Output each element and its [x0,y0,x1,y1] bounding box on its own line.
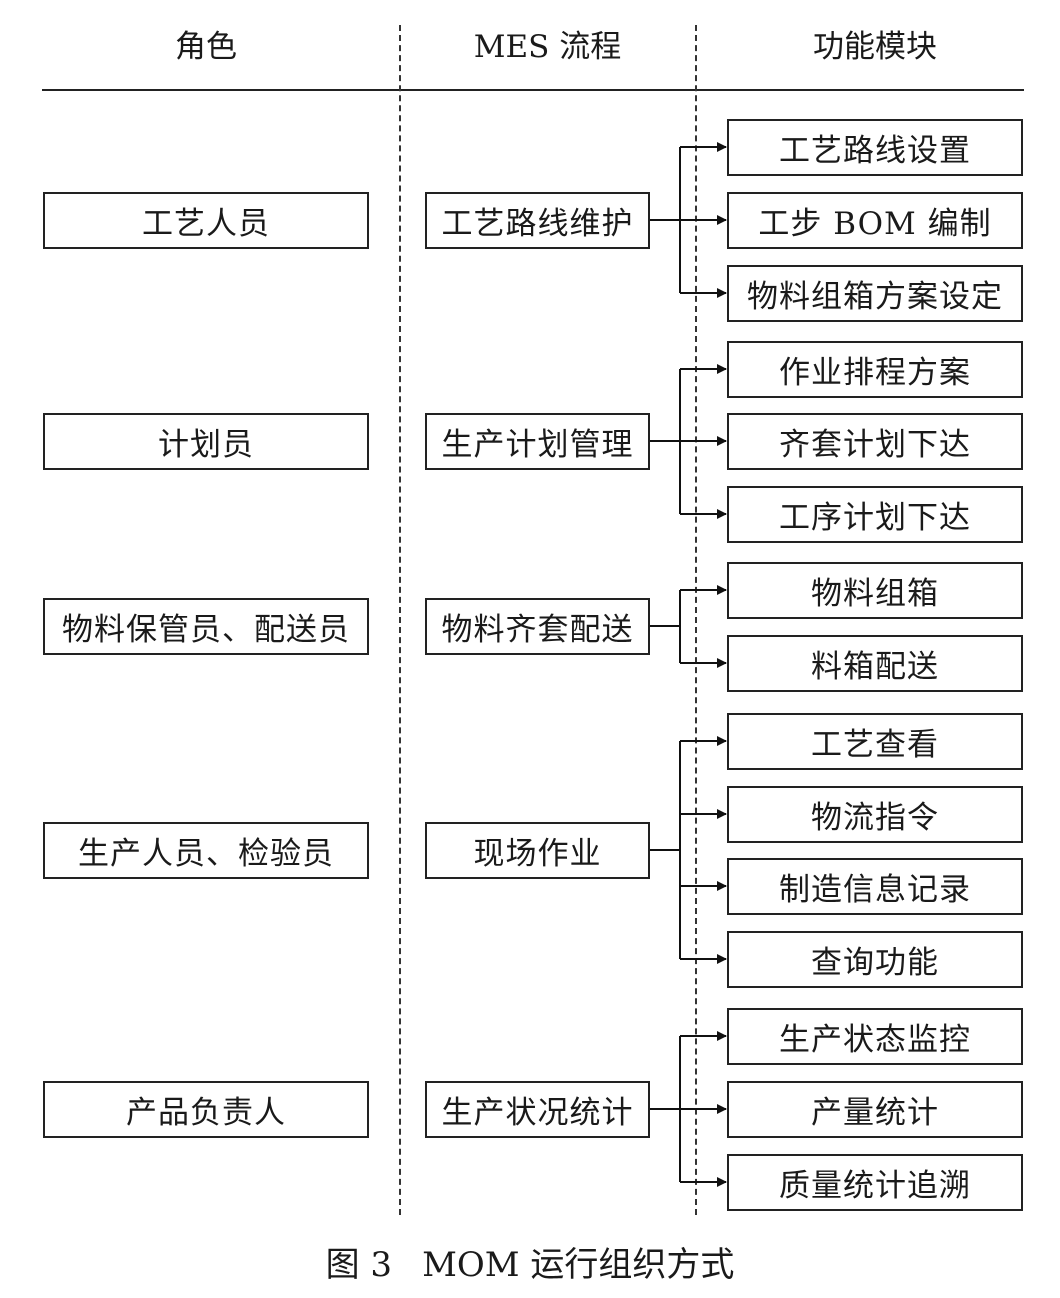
module-box: 作业排程方案 [727,341,1023,398]
process-box-production-planning: 生产计划管理 [425,413,650,470]
module-box: 物料组箱 [727,562,1023,619]
figure-number: 图 3 [325,1245,393,1285]
process-box-production-statistics: 生产状况统计 [425,1081,650,1138]
module-box: 质量统计追溯 [727,1154,1023,1211]
role-box-planner: 计划员 [43,413,369,470]
module-box: 工步 BOM 编制 [727,192,1023,249]
role-box-material-keeper: 物料保管员、配送员 [43,598,369,655]
column-divider-left [399,25,401,1215]
header-module: 功能模块 [813,29,937,65]
process-box-shopfloor-operation: 现场作业 [425,822,650,879]
role-box-production-inspector: 生产人员、检验员 [43,822,369,879]
column-divider-right [695,25,697,1215]
module-box: 工序计划下达 [727,486,1023,543]
module-box: 物料组箱方案设定 [727,265,1023,322]
module-box: 齐套计划下达 [727,413,1023,470]
module-box: 物流指令 [727,786,1023,843]
process-box-material-delivery: 物料齐套配送 [425,598,650,655]
module-box: 工艺路线设置 [727,119,1023,176]
module-box: 制造信息记录 [727,858,1023,915]
module-box: 产量统计 [727,1081,1023,1138]
module-box: 查询功能 [727,931,1023,988]
figure-title: MOM 运行组织方式 [422,1245,735,1285]
module-box: 工艺查看 [727,713,1023,770]
header-role: 角色 [175,29,237,65]
figure-caption: 图 3 MOM 运行组织方式 [0,1240,1060,1290]
header-process: MES 流程 [473,29,622,65]
role-box-product-owner: 产品负责人 [43,1081,369,1138]
module-box: 生产状态监控 [727,1008,1023,1065]
header-divider [42,89,1024,91]
role-box-process-engineer: 工艺人员 [43,192,369,249]
module-box: 料箱配送 [727,635,1023,692]
process-box-route-maintenance: 工艺路线维护 [425,192,650,249]
